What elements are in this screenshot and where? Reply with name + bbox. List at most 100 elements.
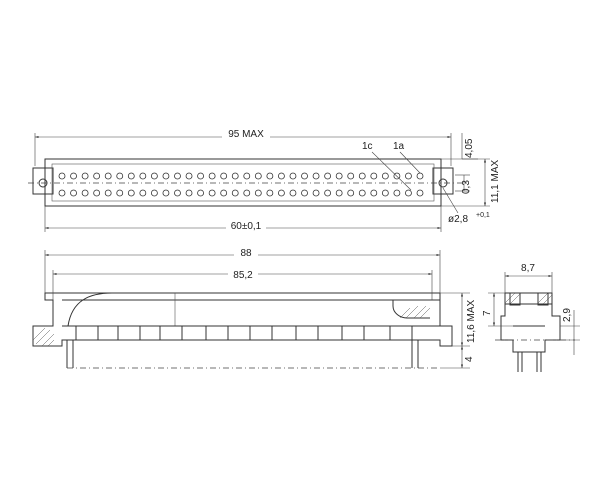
contact-pocket: [249, 325, 273, 341]
pin: [381, 189, 389, 197]
pin: [416, 172, 424, 180]
pin: [231, 189, 239, 197]
dim-11-1-max: 11,1 MAX: [490, 160, 501, 203]
dim-4: 4: [464, 356, 475, 362]
pin: [197, 172, 204, 180]
pin: [370, 172, 378, 180]
front-left-hatch: [32, 327, 55, 347]
pin: [93, 189, 101, 197]
pin: [139, 172, 147, 180]
connector-body-top: [44, 158, 442, 207]
pin: [278, 189, 285, 197]
pin: [70, 189, 77, 197]
pin: [324, 189, 332, 197]
dim-85-2: 85,2: [233, 270, 253, 281]
pin: [58, 172, 66, 180]
pin: [254, 172, 262, 180]
front-right-hatch: [399, 305, 431, 319]
pin: [347, 172, 355, 180]
pin: [231, 172, 239, 180]
dim-hole-diameter: ø2,8: [448, 214, 468, 225]
pin: [116, 172, 124, 180]
contact-pocket: [341, 325, 365, 341]
dim-2-9: 2,9: [562, 308, 573, 322]
pin: [139, 189, 147, 197]
pin: [381, 172, 389, 180]
pin: [405, 172, 412, 180]
dim-95-max: 95 MAX: [228, 129, 264, 140]
pin: [301, 189, 308, 197]
pin: [150, 189, 158, 197]
label-1c: 1c: [362, 141, 373, 152]
pin: [405, 189, 412, 197]
pin: [116, 189, 124, 197]
pin: [416, 189, 424, 197]
pin: [220, 189, 228, 197]
pin: [289, 172, 297, 180]
pin: [335, 172, 343, 180]
dim-0-3: 0,3: [461, 180, 472, 194]
contact-pocket: [295, 325, 319, 341]
pin: [266, 189, 274, 197]
pin: [174, 189, 181, 197]
dim-8-7: 8,7: [521, 263, 535, 274]
contact-pocket: [205, 325, 229, 341]
pin: [393, 189, 401, 197]
pin: [266, 172, 274, 180]
pin: [58, 189, 66, 197]
front-body-outline: [32, 292, 453, 347]
pin-row-a: [58, 189, 424, 197]
left-flange: [32, 167, 54, 195]
dim-4-05: 4,05: [464, 138, 475, 158]
pin: [220, 172, 228, 180]
pin: [208, 189, 216, 197]
side-view: 8,7 7 2,9: [482, 263, 580, 372]
pin: [93, 172, 101, 180]
dim-88: 88: [240, 248, 252, 259]
front-right-slot: [392, 300, 430, 319]
pin: [312, 172, 320, 180]
pin: [104, 172, 112, 180]
pin: [70, 172, 77, 180]
pin: [185, 172, 193, 180]
front-left-curve: [67, 292, 113, 327]
pin: [301, 172, 308, 180]
pin: [312, 189, 320, 197]
pin: [162, 189, 170, 197]
contact-pocket: [389, 325, 413, 341]
contact-pocket: [159, 325, 183, 341]
pin: [243, 189, 251, 197]
pin: [104, 189, 112, 197]
pin: [243, 172, 251, 180]
label-1a: 1a: [393, 141, 405, 152]
dim-11-6-max: 11,6 MAX: [466, 300, 477, 343]
pin: [208, 172, 216, 180]
top-view: 95 MAX 60±0,1 1c 1a 11,1 MAX 4,05 0,3 ø2…: [28, 129, 501, 232]
pin: [127, 172, 135, 180]
dim-60: 60±0,1: [231, 221, 262, 232]
dim-7: 7: [482, 310, 493, 316]
pin-row-c: [58, 172, 424, 180]
side-body-outline: [500, 292, 561, 353]
pin: [254, 189, 262, 197]
contact-pockets: [75, 325, 413, 341]
pin: [127, 189, 135, 197]
pin: [370, 189, 378, 197]
front-view: 88 85,2 11,6 MAX 4: [32, 246, 477, 369]
pin: [162, 172, 170, 180]
right-flange: [432, 167, 454, 195]
pin: [197, 189, 204, 197]
pin: [335, 189, 343, 197]
connector-body-inner: [51, 163, 435, 202]
contact-pocket: [75, 325, 99, 341]
pin: [174, 172, 181, 180]
pin: [289, 189, 297, 197]
pin: [81, 172, 89, 180]
pin: [324, 172, 332, 180]
dim-hole-tolerance: +0,1: [476, 212, 490, 219]
side-hatch: [504, 292, 553, 305]
pin: [185, 189, 193, 197]
pin: [81, 189, 89, 197]
pin: [347, 189, 355, 197]
